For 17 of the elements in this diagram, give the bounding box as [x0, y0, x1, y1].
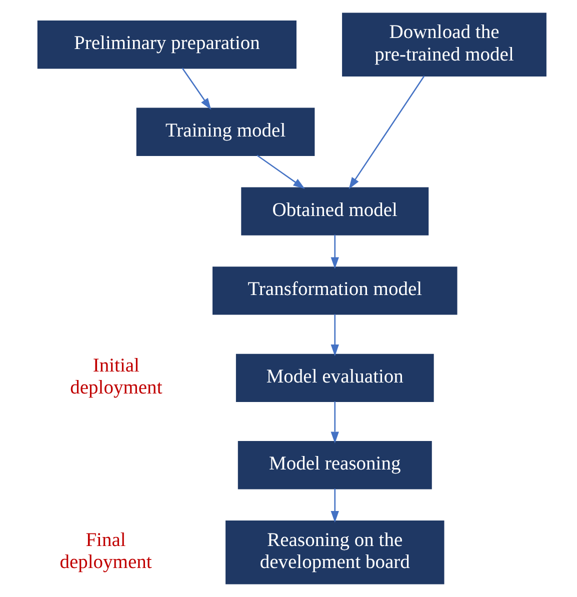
node-box: Training model — [136, 108, 314, 156]
arrow — [181, 68, 211, 110]
node-box: Reasoning on the development board — [225, 520, 444, 584]
node-box: Model evaluation — [235, 354, 434, 402]
arrow — [330, 314, 338, 356]
arrow — [330, 401, 338, 444]
label: Final deployment — [59, 530, 152, 573]
node-box: Model reasoning — [237, 441, 432, 490]
arrow — [256, 154, 304, 189]
node-box: Preliminary preparation — [36, 20, 296, 69]
arrow — [330, 488, 338, 523]
label: Initial deployment — [70, 355, 162, 399]
node-box: Download the pre-trained model — [342, 12, 546, 77]
arrow — [348, 76, 424, 190]
arrow — [330, 234, 338, 269]
node-box: Transformation model — [212, 266, 457, 315]
node-box: Obtained model — [240, 187, 428, 236]
